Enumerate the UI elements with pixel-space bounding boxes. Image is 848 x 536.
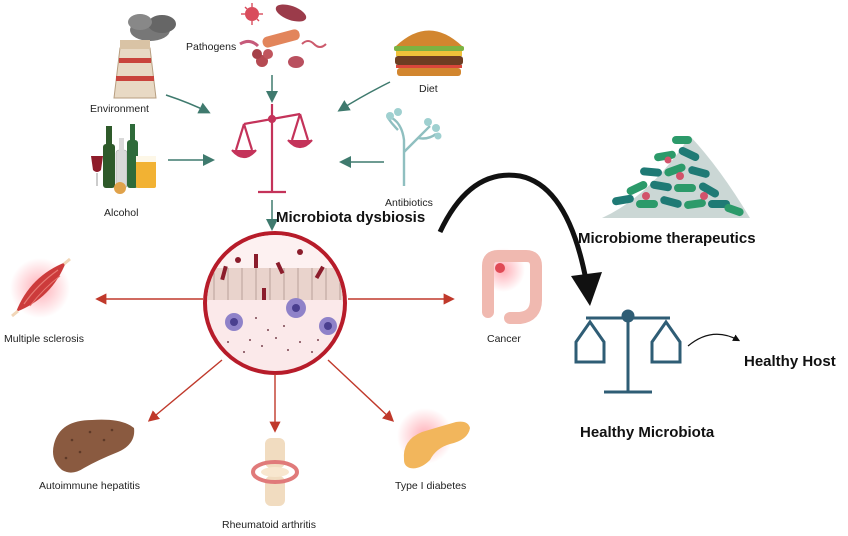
factory-icon xyxy=(113,14,176,99)
environment-label: Environment xyxy=(90,103,149,115)
type1-diabetes-label: Type I diabetes xyxy=(395,480,467,492)
alcohol-label: Alcohol xyxy=(104,207,139,219)
dysbiosis-label: Microbiota dysbiosis xyxy=(276,209,426,226)
pathogens-label: Pathogens xyxy=(186,41,237,53)
cancer-label: Cancer xyxy=(487,333,521,345)
healthy-host-label: Healthy Host xyxy=(744,353,836,370)
liver-icon xyxy=(53,419,135,473)
healthy-microbiota-label: Healthy Microbiota xyxy=(580,424,715,441)
therapy-arrow xyxy=(437,172,602,306)
joint-icon xyxy=(251,438,299,506)
burger-icon xyxy=(394,30,464,76)
pathogens-icon xyxy=(239,3,327,68)
healthy-scale-icon xyxy=(574,309,682,394)
pancreas-icon xyxy=(397,408,470,469)
therapeutics-label: Microbiome therapeutics xyxy=(578,230,756,247)
arrow-to-autoimmune-hepatitis xyxy=(147,359,223,422)
pills-icon xyxy=(602,136,750,218)
disease-arrows xyxy=(95,293,455,433)
antibiotics-icon xyxy=(386,108,442,186)
colon-icon xyxy=(481,248,542,324)
diet-label: Diet xyxy=(419,83,438,95)
rheumatoid-arthritis-label: Rheumatoid arthritis xyxy=(222,519,316,531)
multiple-sclerosis-label: Multiple sclerosis xyxy=(4,333,84,345)
arrow-to-healthy-host xyxy=(687,333,741,347)
arrow-to-type1-diabetes xyxy=(327,359,395,422)
arrow-environment xyxy=(165,94,211,114)
antibiotics-label: Antibiotics xyxy=(385,197,433,209)
gut-cross-section-icon xyxy=(203,231,347,375)
muscle-icon xyxy=(10,257,71,318)
alcohol-icon xyxy=(91,124,156,194)
arrow-diet xyxy=(337,81,391,112)
autoimmune-hepatitis-label: Autoimmune hepatitis xyxy=(39,480,140,492)
dysbiosis-scale-icon xyxy=(231,104,313,194)
factor-arrows xyxy=(165,75,391,231)
